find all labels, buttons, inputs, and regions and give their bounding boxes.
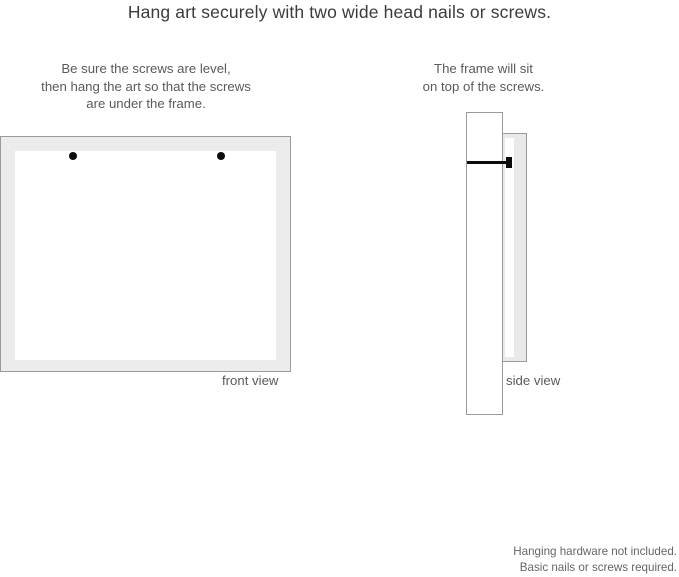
front-view-label: front view — [222, 373, 279, 388]
side-view-caption: The frame will sit on top of the screws. — [393, 60, 574, 95]
page-title: Hang art securely with two wide head nai… — [127, 2, 552, 22]
wall-cross-section — [466, 112, 503, 415]
screw-shaft-icon — [467, 161, 511, 164]
picture-frame-artwork-area — [15, 151, 276, 360]
side-view-caption-line-1: The frame will sit — [434, 61, 533, 76]
front-view-caption-line-3: are under the frame. — [86, 96, 206, 111]
frame-cross-section — [502, 133, 527, 362]
front-view-diagram — [0, 136, 291, 372]
front-view-caption-line-1: Be sure the screws are level, — [61, 61, 231, 76]
front-view-caption: Be sure the screws are level, then hang … — [5, 60, 287, 113]
footer-line-2: Basic nails or screws required. — [519, 560, 677, 574]
picture-frame-molding — [0, 136, 291, 372]
side-view-caption-line-2: on top of the screws. — [422, 78, 545, 94]
footer-note: Hanging hardware not included. Basic nai… — [513, 544, 677, 575]
screw-head-icon-right — [217, 152, 225, 160]
side-view-diagram — [466, 112, 528, 417]
side-view-label: side view — [506, 373, 561, 388]
screw-head-icon-left — [69, 152, 77, 160]
screw-wide-head-icon — [506, 157, 512, 168]
front-view-caption-line-2: then hang the art so that the screws — [41, 78, 251, 94]
frame-cross-section-recess — [505, 138, 514, 357]
footer-line-1: Hanging hardware not included. — [513, 545, 677, 558]
